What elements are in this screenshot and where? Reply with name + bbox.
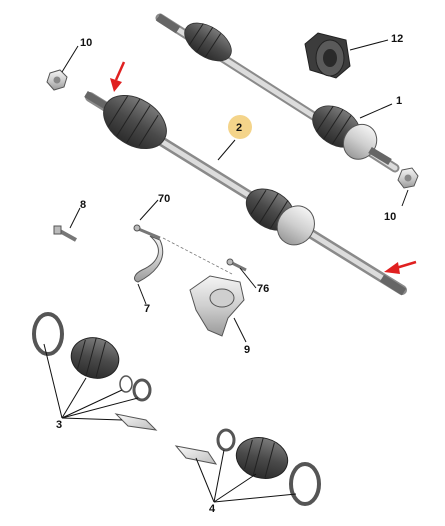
boot-kit-outer — [32, 312, 158, 431]
callout-76: 76 — [257, 283, 269, 295]
callout-7: 7 — [144, 303, 150, 315]
drive-shaft-right — [155, 13, 400, 173]
callout-70: 70 — [158, 193, 170, 205]
boot-kit-inner — [174, 428, 321, 506]
callout-10-right: 10 — [384, 211, 396, 223]
callout-8: 8 — [80, 199, 86, 211]
callout-4: 4 — [209, 503, 216, 515]
highlight-arrow-top — [110, 61, 126, 92]
highlight-arrow-right — [384, 260, 417, 274]
bracket — [133, 224, 163, 283]
hub-nut-left — [46, 69, 68, 91]
callouts: 10 2 12 1 10 8 70 7 76 9 3 4 — [56, 33, 403, 515]
leader-lines — [43, 39, 409, 503]
callout-9: 9 — [244, 344, 250, 356]
callout-1: 1 — [396, 95, 402, 107]
bolt — [53, 225, 77, 242]
drive-shaft-left — [84, 90, 407, 296]
callout-10-top-left: 10 — [80, 37, 92, 49]
hub-nut-right — [397, 167, 419, 189]
bearing-support — [189, 258, 247, 337]
dashed-guide — [162, 237, 233, 275]
callout-3: 3 — [56, 419, 62, 431]
callout-12: 12 — [391, 33, 403, 45]
shaft-bearing-bush — [304, 32, 351, 79]
callout-2: 2 — [236, 122, 242, 134]
highlight-badge — [228, 115, 252, 139]
